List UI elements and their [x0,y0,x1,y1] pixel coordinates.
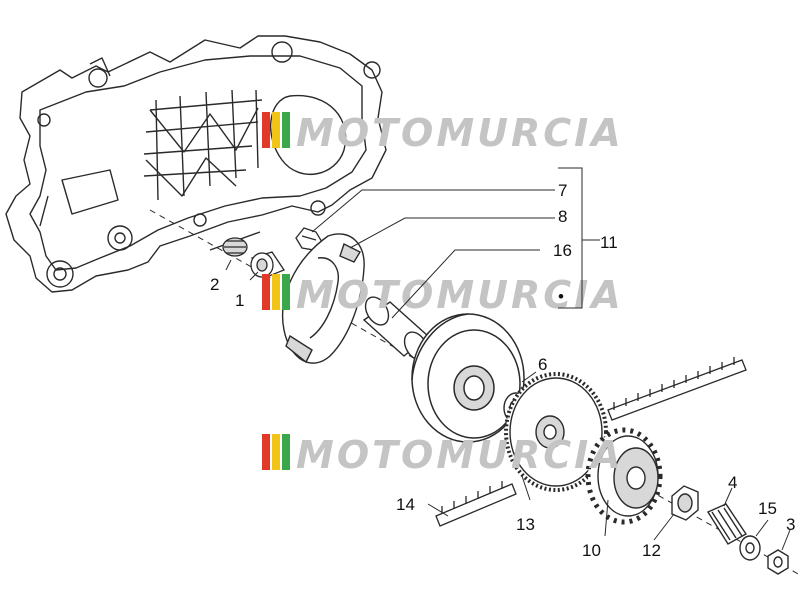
callout-4: 4 [728,473,737,492]
callout-1: 1 [235,291,244,310]
movable-half-pulley [411,313,525,443]
svg-text:MOTOMURCIA: MOTOMURCIA [296,273,624,317]
watermark-1: MOTOMURCIA [262,111,624,155]
callout-bullet: • [558,287,564,306]
part-12-nut [671,485,699,521]
callout-10: 10 [582,541,601,560]
part-1-bushing [250,251,285,279]
part-2-needle-bearing [222,237,248,257]
callout-13: 13 [516,515,535,534]
part-8-ramp-plate [282,233,365,364]
callout-16: 16 [553,241,572,260]
leader-lines [225,167,791,551]
callout-8: 8 [558,207,567,226]
part-15-washer [739,535,761,561]
callout-6: 6 [538,355,547,374]
watermark-2: MOTOMURCIA [262,273,624,317]
part-3-nut [767,549,789,575]
callout-7: 7 [558,181,567,200]
part-4-pinion [706,503,748,545]
part-13-ring-gear [504,372,608,492]
svg-text:MOTOMURCIA: MOTOMURCIA [296,433,624,477]
callout-15: 15 [758,499,777,518]
svg-text:MOTOMURCIA: MOTOMURCIA [296,111,624,155]
watermark-3: MOTOMURCIA [262,433,624,477]
callout-11: 11 [600,233,618,252]
callout-12: 12 [642,541,661,560]
callout-3: 3 [786,515,795,534]
part-14-drive-belt [435,481,517,527]
drive-belt-upper [607,357,747,421]
callout-14: 14 [396,495,415,514]
part-10-fixed-pulley [585,427,663,525]
callout-2: 2 [210,275,219,294]
crankcase-cover [5,35,387,293]
